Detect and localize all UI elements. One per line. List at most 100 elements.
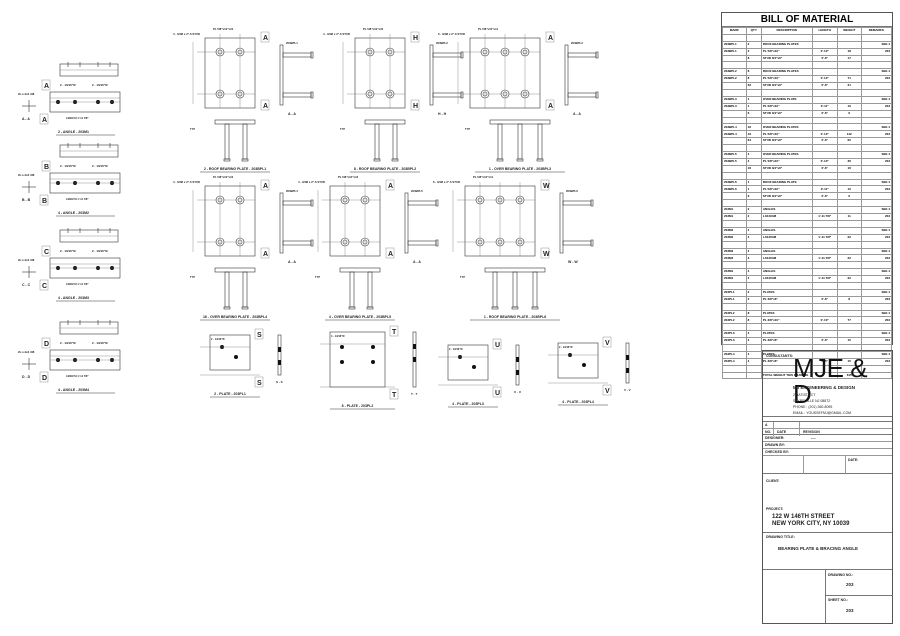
- bom-cell: 2: [745, 47, 762, 56]
- bom-cell: SEE 4: [860, 268, 893, 277]
- bom-cell: [722, 89, 747, 97]
- section-marker-box: [540, 247, 550, 259]
- stud-head: [310, 199, 314, 207]
- bom-row: [722, 89, 893, 97]
- bom-cell: [836, 240, 862, 249]
- bom-cell: [811, 61, 838, 70]
- bom-cell: 203BPL2: [722, 68, 747, 77]
- bom-cell: [811, 89, 838, 97]
- section-marker-letter: A: [263, 35, 268, 42]
- bom-cell: [860, 116, 893, 125]
- bom-cell: [836, 61, 862, 70]
- bom-cell: [745, 371, 762, 380]
- stud-head: [391, 158, 399, 162]
- piece-mark: 203BPL6: [566, 189, 578, 193]
- bom-cell: [836, 288, 862, 297]
- plate-section: [429, 44, 434, 106]
- bom-cell: [760, 144, 813, 153]
- hole-section: [626, 368, 629, 373]
- bearing-plate-plan: [204, 185, 256, 257]
- part-label: 8 - ROOF BEARING PLATE - 203BPL2: [354, 167, 416, 171]
- bom-cell: 203: [860, 75, 893, 84]
- bom-cell: [811, 323, 838, 332]
- stud-shank: [282, 52, 312, 58]
- bom-cell: SEE 4: [860, 309, 893, 318]
- stud-elevation: [224, 271, 230, 308]
- plate-section: [559, 192, 564, 254]
- part-label: 4 - ANGLE - 203M4: [58, 388, 89, 392]
- stud-elevation: [242, 271, 248, 308]
- bom-cell: 1: [745, 185, 762, 194]
- bom-cell: ANGLES: [760, 268, 813, 277]
- plate-section: [625, 342, 630, 384]
- stud-elevation: [492, 271, 498, 308]
- bom-cell: 6: [745, 192, 762, 201]
- part-label: 8 - PLATE - 203PL2: [342, 404, 374, 408]
- bom-cell: 64: [745, 137, 762, 146]
- piece-mark: 203BPL1: [286, 41, 298, 45]
- stud-callout: 6 - 3/4Ø x 2"-6 STUD: [438, 32, 465, 36]
- weld-symbol: TYP: [460, 275, 465, 279]
- bom-cell: OVER BEARING PLATES: [760, 123, 813, 132]
- drawing-title-label: DRAWING TITLE:: [766, 535, 795, 539]
- bom-cell: 203BPL4: [722, 130, 747, 139]
- bom-cell: 22: [836, 233, 862, 242]
- bom-cell: [860, 199, 893, 208]
- plate-callout: PL 5/8"x10"x10: [213, 175, 234, 179]
- section-marker-letter: A: [388, 183, 393, 190]
- plate-callout: PL 5/8"x10"x10: [363, 27, 384, 31]
- section-marker-letter: A: [548, 35, 553, 42]
- hole-callout: 2 - 13/16"Ø: [60, 83, 76, 87]
- hole-callout: 2 - 13/16"Ø: [92, 164, 108, 168]
- stud-head: [496, 158, 504, 162]
- bom-cell: ANGLES: [760, 206, 813, 215]
- address-line-1: 2 BATISTA CT: [793, 393, 816, 397]
- bom-cell: 142: [836, 130, 862, 139]
- bolt-hole: [234, 355, 238, 359]
- bom-cell: [836, 123, 862, 132]
- bom-cell: 203BPL3: [722, 102, 747, 111]
- plate-section: [564, 44, 569, 106]
- hole-callout: 2 - 13/16"Ø: [60, 164, 76, 168]
- stud-callout: 4 - 3/4Ø x 2"-6 STUD: [173, 180, 200, 184]
- stud-head: [531, 306, 539, 310]
- bom-cell: [811, 199, 838, 208]
- bom-cell: 203: [860, 295, 893, 304]
- stud-elevation: [512, 271, 518, 308]
- drawing-no-label: DRAWING NO.:: [828, 573, 854, 577]
- plate-callout: PL 5/8"x10"x11: [478, 27, 498, 31]
- bom-cell: [836, 268, 862, 277]
- stud-shank: [282, 200, 312, 206]
- bom-cell: [811, 268, 838, 277]
- bom-row: [722, 240, 893, 249]
- bom-row: [722, 199, 893, 208]
- section-marker-box: [410, 99, 420, 111]
- bom-cell: [760, 261, 813, 270]
- stud-head: [536, 158, 544, 162]
- bom-cell: 203BPL1: [722, 47, 747, 56]
- drawing-no: 203: [846, 582, 854, 587]
- project-address-2: NEW YORK CITY, NY 10039: [772, 521, 850, 527]
- bom-cell: OVER BEARING PLATE: [760, 95, 813, 104]
- section-label: C - C: [22, 283, 31, 287]
- section-marker-letter: C: [44, 249, 49, 256]
- bom-cell: [836, 261, 862, 270]
- bom-title: BILL OF MATERIAL: [722, 13, 892, 27]
- stud-head: [595, 91, 599, 99]
- bom-cell: [745, 240, 762, 249]
- plate-section: [279, 192, 284, 254]
- section-marker-letter: W: [543, 183, 550, 190]
- hole-callout: 2 - 13/16"Ø: [92, 83, 108, 87]
- stud-head: [435, 239, 439, 247]
- bom-cell: [722, 144, 747, 153]
